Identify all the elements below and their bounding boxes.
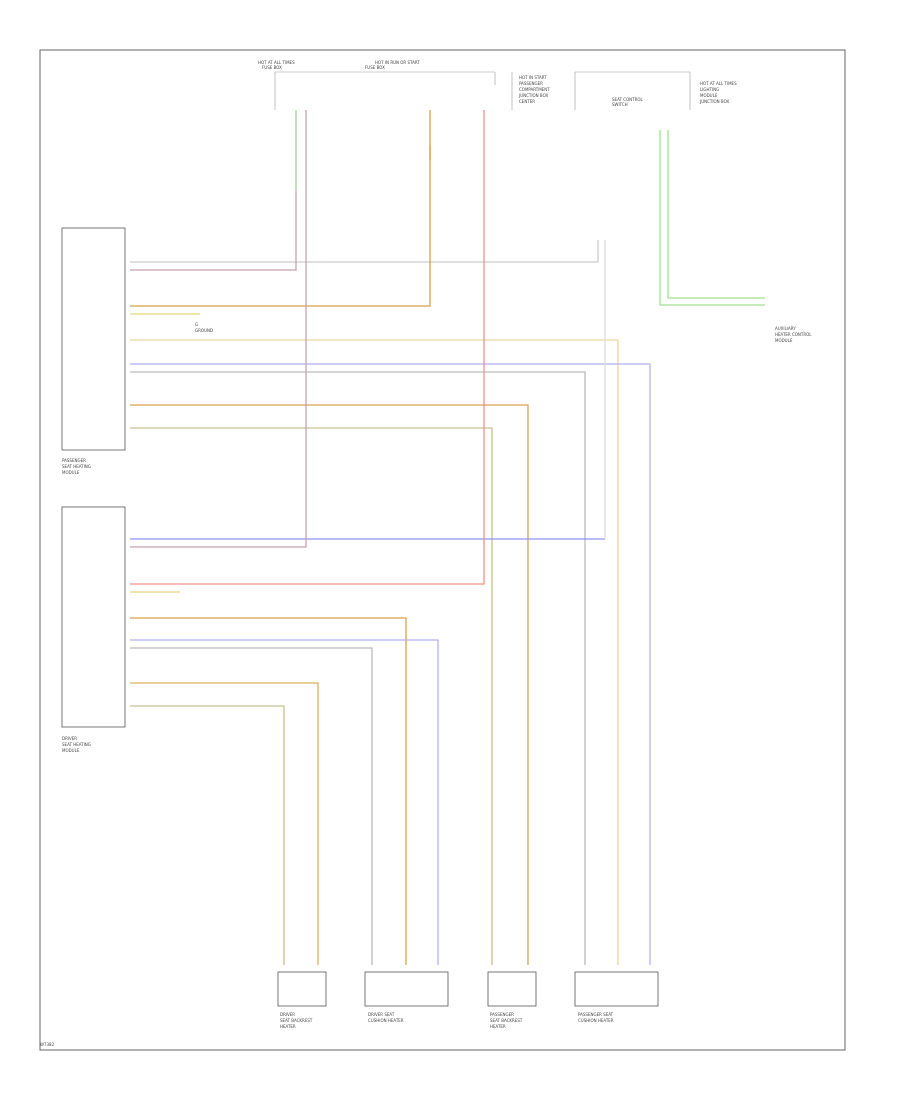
ground-label-1: G — [195, 322, 198, 327]
footer-code: W7382 — [40, 1042, 55, 1047]
diagram-border — [39, 49, 846, 1051]
passenger-module-label-2: SEAT HEATING — [62, 464, 91, 469]
wire-p-pink — [130, 190, 297, 271]
wire-p-orange — [130, 145, 431, 307]
switch-2-label-2: CUSHION HEATER — [368, 1018, 404, 1023]
switch-4-label-1: PASSENGER SEAT — [578, 1012, 614, 1017]
right-label-1: HOT AT ALL TIMES — [700, 81, 737, 86]
wire-p-tan-long — [130, 339, 619, 965]
switch-3-label-2: SEAT BACKREST — [490, 1018, 523, 1023]
driver-wires — [130, 110, 605, 965]
aux-module-label-1: AUXILIARY — [775, 326, 796, 331]
switch-box-2 — [364, 971, 449, 1007]
passenger-module-label-3: MODULE — [62, 470, 80, 475]
col-label-2: PASSENGER — [519, 81, 543, 86]
switch-box-3 — [487, 971, 537, 1007]
connector-label-2: SWITCH — [612, 102, 628, 107]
top-wires — [295, 110, 765, 539]
passenger-wires — [130, 145, 651, 965]
col-label-1: HOT IN START — [519, 75, 547, 80]
wire-d-pink — [130, 190, 307, 548]
fuse-left-label-1: HOT AT ALL TIMES — [258, 60, 295, 65]
passenger-module-box — [61, 227, 126, 451]
switch-boxes — [277, 971, 659, 1007]
switch-3-label-1: PASSENGER — [490, 1012, 514, 1017]
col-label-4: JUNCTION BOX — [518, 93, 548, 98]
right-label-2: LIGHTING — [700, 87, 719, 92]
wire-p-orange2 — [130, 404, 529, 965]
fuse-right-label-1: HOT IN RUN OR START — [375, 60, 420, 65]
driver-module-box — [61, 506, 126, 728]
wire-d-orange — [130, 617, 407, 965]
right-label-4: JUNCTION BOX — [699, 99, 729, 104]
driver-module-label-3: MODULE — [62, 748, 80, 753]
col-label-3: COMPARTMENT — [519, 87, 550, 92]
connector-label-1: SEAT CONTROL — [612, 97, 644, 102]
switch-4-label-2: CUSHION HEATER — [578, 1018, 614, 1023]
wire-p-olive — [130, 427, 493, 965]
wire-d-olive — [130, 705, 285, 965]
wire-d-grey — [130, 647, 373, 965]
switch-1-label-2: SEAT BACKREST — [280, 1018, 313, 1023]
aux-module-label-3: MODULE — [775, 338, 793, 343]
wire-d-orange2 — [130, 682, 319, 965]
fuse-left-label-2: FUSE BOX — [262, 65, 282, 70]
top-brackets — [274, 71, 691, 110]
right-label-3: MODULE — [700, 93, 718, 98]
wire-p-lightblue — [130, 363, 651, 965]
driver-module-label-2: SEAT HEATING — [62, 742, 91, 747]
ground-label-2: GROUND — [195, 328, 213, 333]
switch-box-4 — [574, 971, 659, 1007]
aux-module-label-2: HEATER CONTROL — [775, 332, 812, 337]
wire-d-red — [130, 110, 485, 585]
fuse-right-label-2: FUSE BOX — [365, 65, 385, 70]
wire-d-lightblue — [130, 639, 439, 965]
switch-3-label-3: HEATER — [490, 1024, 506, 1029]
wire-p-white-top — [130, 240, 599, 263]
switch-1-label-3: HEATER — [280, 1024, 296, 1029]
switch-box-1 — [277, 971, 327, 1007]
switch-1-label-1: DRIVER — [280, 1012, 295, 1017]
col-label-5: CENTER — [519, 99, 535, 104]
driver-module-label-1: DRIVER — [62, 736, 77, 741]
switch-2-label-1: DRIVER SEAT — [368, 1012, 395, 1017]
passenger-module-label-1: PASSENGER — [62, 458, 86, 463]
wire-p-grey — [130, 371, 586, 965]
top-labels: HOT AT ALL TIMES FUSE BOX HOT IN RUN OR … — [258, 60, 737, 107]
